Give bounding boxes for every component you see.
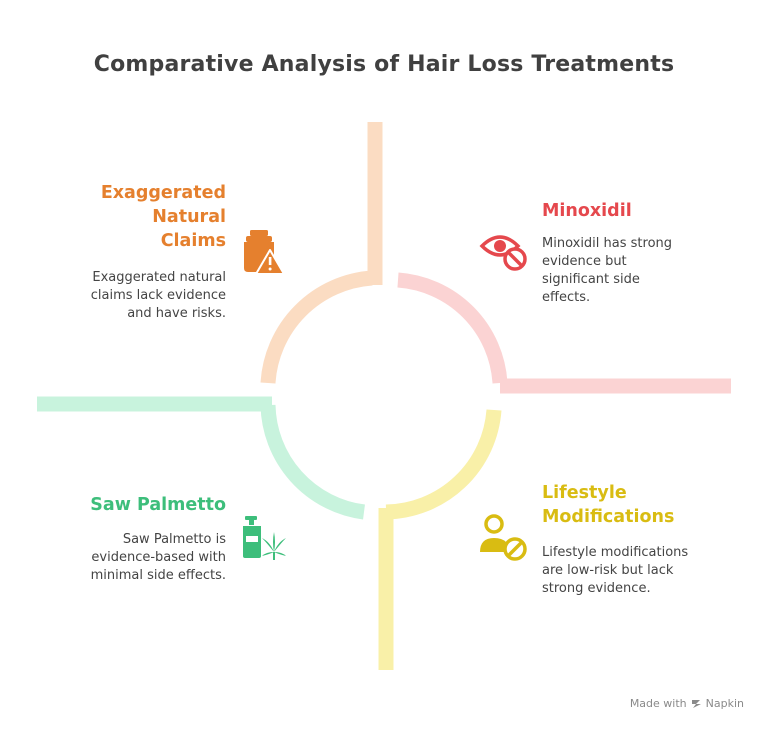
person-no-icon [480,514,527,561]
bottle-leaf-icon [243,516,286,560]
made-with-label: Made with [629,697,687,710]
quadrant-arc-top-left [260,122,383,384]
quadrant-arc-top-right [397,272,731,394]
made-with-napkin: Made with Napkin [630,697,744,710]
quadrant-title-exaggerated-claims: Exaggerated Natural Claims [100,183,226,251]
napkin-logo-icon [691,700,701,708]
napkin-brand-label: Napkin [705,697,744,710]
quadrant-title-minoxidil: Minoxidil [542,201,632,221]
quadrant-desc-minoxidil: Minoxidil has strong evidence but signif… [542,236,673,305]
quadrant-desc-exaggerated-claims: Exaggerated natural claims lack evidence… [90,270,226,321]
quadrant-title-saw-palmetto: Saw Palmetto [90,495,226,515]
page-title: Comparative Analysis of Hair Loss Treatm… [93,52,675,77]
quadrant-desc-saw-palmetto: Saw Palmetto is evidence-based with mini… [90,532,226,583]
warning-jar-icon [244,230,285,275]
eye-no-icon [479,235,527,271]
quadrant-desc-lifestyle: Lifestyle modifications are low-risk but… [542,545,689,596]
quadrant-title-lifestyle: Lifestyle Modifications [542,483,675,527]
quadrant-arc-bottom-left [37,396,366,520]
quadrant-arc-bottom-right [378,409,502,670]
